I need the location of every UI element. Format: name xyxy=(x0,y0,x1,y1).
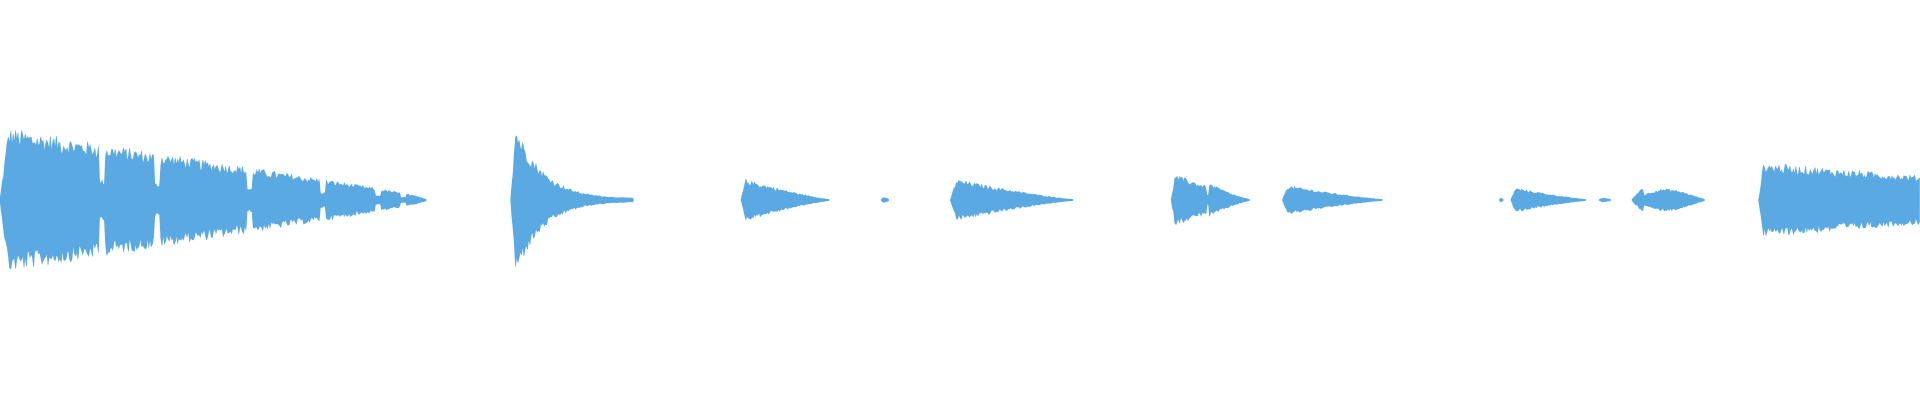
waveform-clip-2[interactable] xyxy=(510,135,634,267)
waveform-clips xyxy=(0,130,1920,270)
